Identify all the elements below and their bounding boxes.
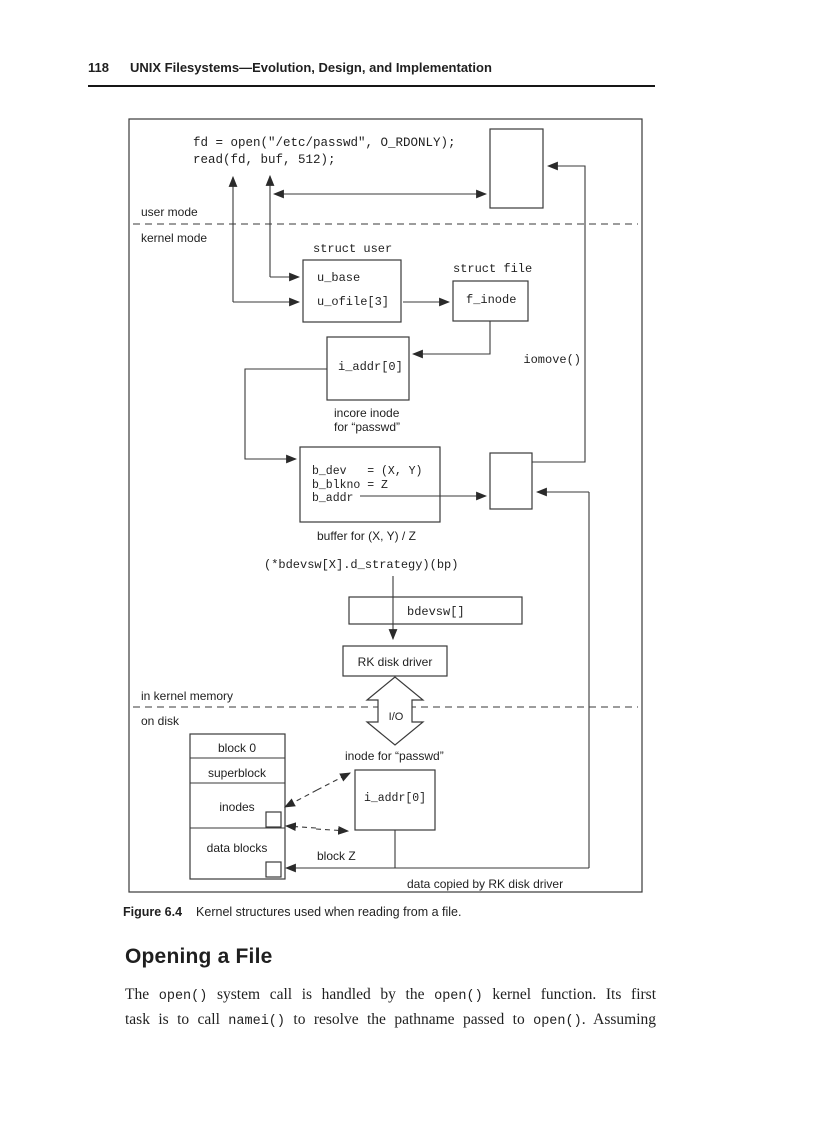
label-data-blocks: data blocks — [207, 841, 268, 855]
code-open-call: fd = open("/etc/passwd", O_RDONLY); — [193, 136, 456, 150]
dashed-pointer-arrows — [284, 772, 351, 835]
inline-code: open() — [533, 1014, 582, 1029]
body-text-run: task is to call — [125, 1011, 229, 1028]
struct-user-box — [302, 259, 402, 323]
field-b-blkno: b_blkno = Z — [312, 479, 388, 492]
bdevsw-box — [348, 596, 523, 625]
inline-code: open() — [158, 989, 208, 1004]
label-superblock: superblock — [208, 766, 267, 780]
disk-inode-box — [354, 769, 436, 831]
label-rk-disk-driver: RK disk driver — [358, 655, 433, 669]
code-read-call: read(fd, buf, 512); — [193, 153, 336, 167]
field-b-dev: b_dev = (X, Y) — [312, 465, 422, 478]
body-line-1: The open() system call is handled by the… — [125, 983, 656, 1008]
label-struct-file: struct file — [453, 262, 532, 276]
passwd-inode-cell — [265, 811, 282, 828]
body-text-run: . Assuming — [581, 1011, 656, 1028]
label-on-disk: on disk — [141, 714, 180, 728]
figure-caption: Figure 6.4 Kernel structures used when re… — [123, 905, 461, 919]
label-user-mode: user mode — [141, 205, 198, 219]
rk-disk-driver-box — [342, 645, 448, 677]
figure-caption-label: Figure 6.4 — [123, 905, 183, 919]
label-iomove: iomove() — [523, 353, 581, 367]
figure-6-4-diagram: fd = open("/etc/passwd", O_RDONLY); read… — [128, 118, 643, 893]
section-heading: Opening a File — [125, 945, 273, 968]
buffer-cache-block-box — [489, 452, 533, 510]
header-rule — [88, 85, 655, 87]
label-block0: block 0 — [218, 741, 256, 755]
io-double-arrow — [365, 676, 425, 746]
label-kernel-mode: kernel mode — [141, 231, 207, 245]
field-b-addr: b_addr — [312, 492, 353, 505]
inline-code: open() — [434, 989, 483, 1004]
body-text-run: system call is handled by the — [207, 986, 435, 1003]
field-f-inode: f_inode — [466, 293, 516, 307]
user-buffer-box — [489, 128, 544, 209]
field-u-base: u_base — [317, 271, 360, 285]
label-strategy-call: (*bdevsw[X].d_strategy)(bp) — [264, 558, 458, 572]
caption-incore-inode-1: incore inode — [334, 406, 400, 420]
body-line-2: task is to call namei() to resolve the p… — [125, 1008, 656, 1033]
running-header: 118 UNIX Filesystems—Evolution, Design, a… — [88, 60, 492, 75]
label-struct-user: struct user — [313, 242, 392, 256]
field-i-addr-incore: i_addr[0] — [338, 360, 403, 374]
body-paragraph: The open() system call is handled by the… — [125, 983, 656, 1033]
connector-arrows — [228, 161, 590, 873]
disk-layout-dividers — [190, 757, 285, 829]
caption-incore-inode-2: for “passwd” — [334, 420, 400, 434]
field-i-addr-disk: i_addr[0] — [364, 792, 426, 805]
inline-code: namei() — [228, 1014, 286, 1029]
label-inodes: inodes — [219, 800, 254, 814]
body-text-run: The — [125, 986, 159, 1003]
caption-inode-for-passwd: inode for “passwd” — [345, 749, 444, 763]
struct-file-box — [452, 280, 529, 322]
label-in-kernel-memory: in kernel memory — [141, 689, 233, 703]
running-header-title: UNIX Filesystems—Evolution, Design, and … — [129, 60, 492, 75]
body-text-run: kernel function. Its first — [482, 986, 656, 1003]
label-bdevsw: bdevsw[] — [407, 605, 465, 619]
page-number: 118 — [88, 60, 109, 75]
field-u-ofile: u_ofile[3] — [317, 295, 389, 309]
label-io: I/O — [389, 711, 404, 723]
body-text-run: to resolve the pathname passed to — [285, 1011, 534, 1028]
caption-buffer: buffer for (X, Y) / Z — [317, 529, 416, 543]
buffer-box — [299, 446, 441, 523]
block-z-cell — [265, 861, 282, 878]
caption-data-copied: data copied by RK disk driver — [407, 877, 563, 891]
label-block-z: block Z — [317, 849, 356, 863]
figure-caption-text: Kernel structures used when reading from… — [196, 905, 462, 919]
